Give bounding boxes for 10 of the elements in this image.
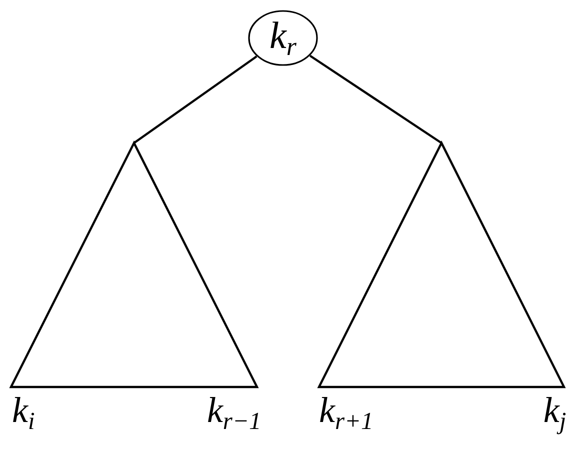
corner-label: k$_{r+1}$ <box>319 392 374 437</box>
tree-edge <box>309 54 442 144</box>
node-label: k$_{r}$ <box>270 17 296 55</box>
corner-label: k$_{j}$ <box>543 392 568 437</box>
corner-label: k$_{r−1}$ <box>206 392 262 437</box>
corner-label: k$_{i}$ <box>12 392 36 437</box>
subtree-triangle <box>10 142 258 388</box>
tree-node-circle <box>248 10 318 66</box>
subtree-triangle <box>318 142 565 388</box>
tree-edge <box>133 56 258 144</box>
